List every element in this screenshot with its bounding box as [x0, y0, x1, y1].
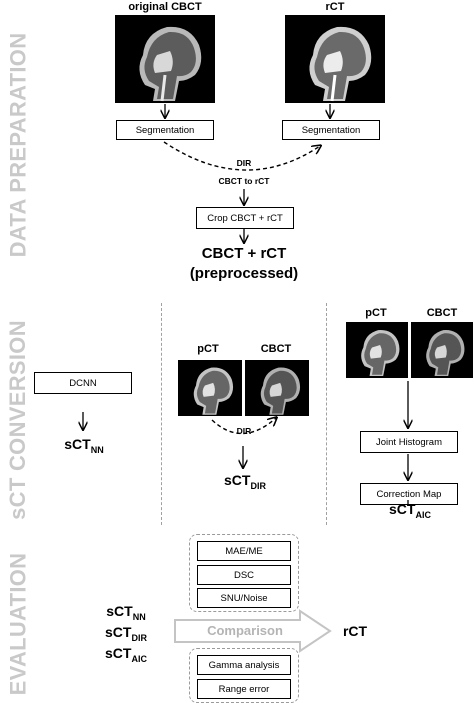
metrics-group-top: [189, 534, 299, 612]
column-separator-right: [326, 303, 327, 525]
segmentation-box-left: Segmentation: [116, 120, 214, 140]
correction-map-box: Correction Map: [360, 483, 458, 505]
head-ct-scan-icon: [411, 322, 473, 378]
eval-input-sct-nn: sCTNN: [106, 603, 146, 622]
head-ct-scan-icon: [245, 360, 309, 416]
dir-curved-arrow: [163, 141, 320, 171]
comparison-label: Comparison: [207, 623, 283, 638]
dir-sublabel: CBCT to rCT: [218, 176, 270, 186]
preprocessed-result-line1: CBCT + rCT: [201, 245, 287, 262]
joint-histogram-box: Joint Histogram: [360, 431, 458, 453]
eval-input-sct-aic: sCTAIC: [105, 645, 147, 664]
eval-input-sct-dir: sCTDIR: [105, 624, 147, 643]
sct-dir-result: sCTDIR: [224, 472, 266, 491]
metric-mae-me: MAE/ME: [197, 541, 291, 561]
image-label-rct: rCT: [325, 1, 345, 13]
head-ct-scan-icon: [346, 322, 408, 378]
head-ct-scan-icon: [178, 360, 242, 416]
dir-curved-arrow: [211, 418, 276, 435]
comparison-arrow: [174, 609, 332, 653]
metric-dsc: DSC: [197, 565, 291, 585]
head-ct-scan-icon: [115, 15, 215, 103]
eval-target-rct: rCT: [342, 623, 368, 639]
sct-aic-result: sCTAIC: [389, 501, 431, 520]
image-label-pct-dir: pCT: [197, 343, 219, 355]
metric-snu-noise: SNU/Noise: [197, 588, 291, 608]
sct-nn-result: sCTNN: [64, 436, 104, 455]
metric-gamma-analysis: Gamma analysis: [197, 655, 291, 675]
dir-label-conversion: DIR: [236, 426, 252, 436]
dcnn-box: DCNN: [34, 372, 132, 394]
head-ct-scan-icon: [285, 15, 385, 103]
segmentation-box-right: Segmentation: [282, 120, 380, 140]
image-label-cbct-aic: CBCT: [426, 307, 458, 319]
crop-box: Crop CBCT + rCT: [196, 207, 294, 229]
preprocessed-result-line2: (preprocessed): [189, 265, 299, 282]
image-label-cbct-dir: CBCT: [260, 343, 292, 355]
dir-label: DIR: [236, 158, 252, 168]
column-separator-left: [161, 303, 162, 525]
metric-range-error: Range error: [197, 679, 291, 699]
image-label-pct-aic: pCT: [365, 307, 387, 319]
image-label-original-cbct: original CBCT: [128, 1, 202, 13]
